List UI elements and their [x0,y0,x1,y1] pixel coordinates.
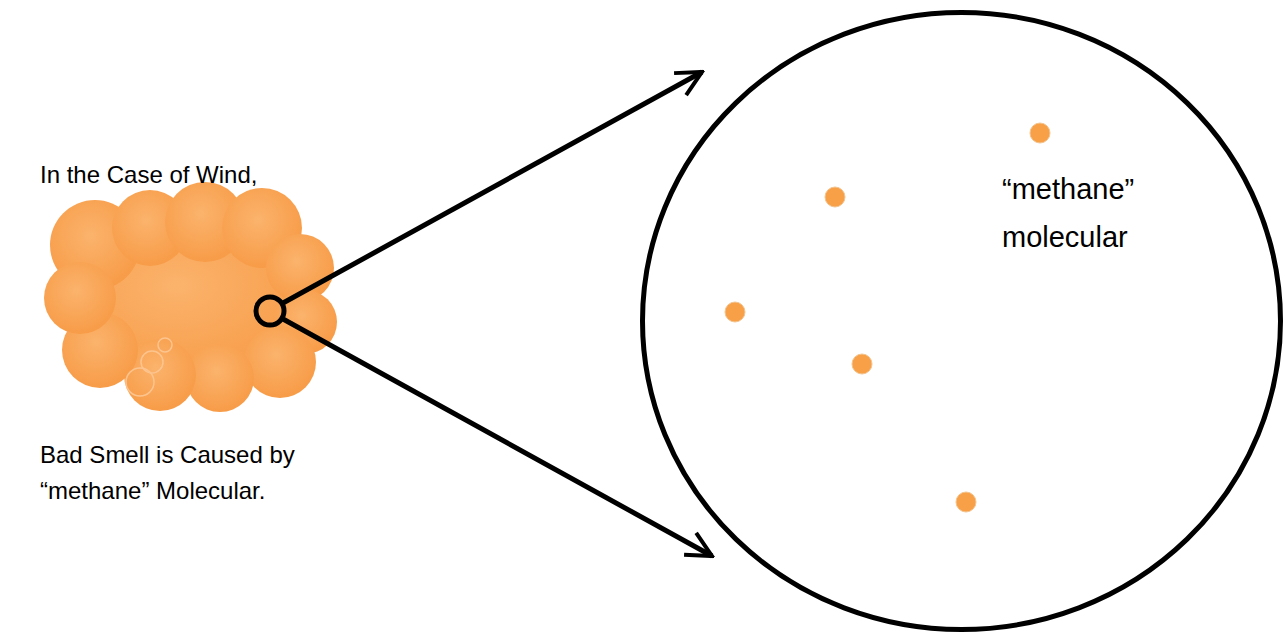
zoom-arrow [283,319,712,556]
caption-text: Bad Smell is Caused by “methane” Molecul… [40,437,332,509]
caption-block: Bad Smell is Caused by “methane” Molecul… [40,437,332,509]
circle-outline [640,10,1283,632]
zoom-circle: “methane” molecular [640,10,1283,632]
caption-block: In the Case of Wind, [40,157,340,193]
molecule-label: “methane” molecular [1002,165,1172,261]
methane-dots [725,123,1050,512]
circle-outline-shape [643,13,1281,630]
zoom-ring [256,297,284,325]
zoom-arrow [283,72,702,303]
cloud-bubbles [126,338,172,396]
caption-text: In the Case of Wind, [40,157,340,193]
